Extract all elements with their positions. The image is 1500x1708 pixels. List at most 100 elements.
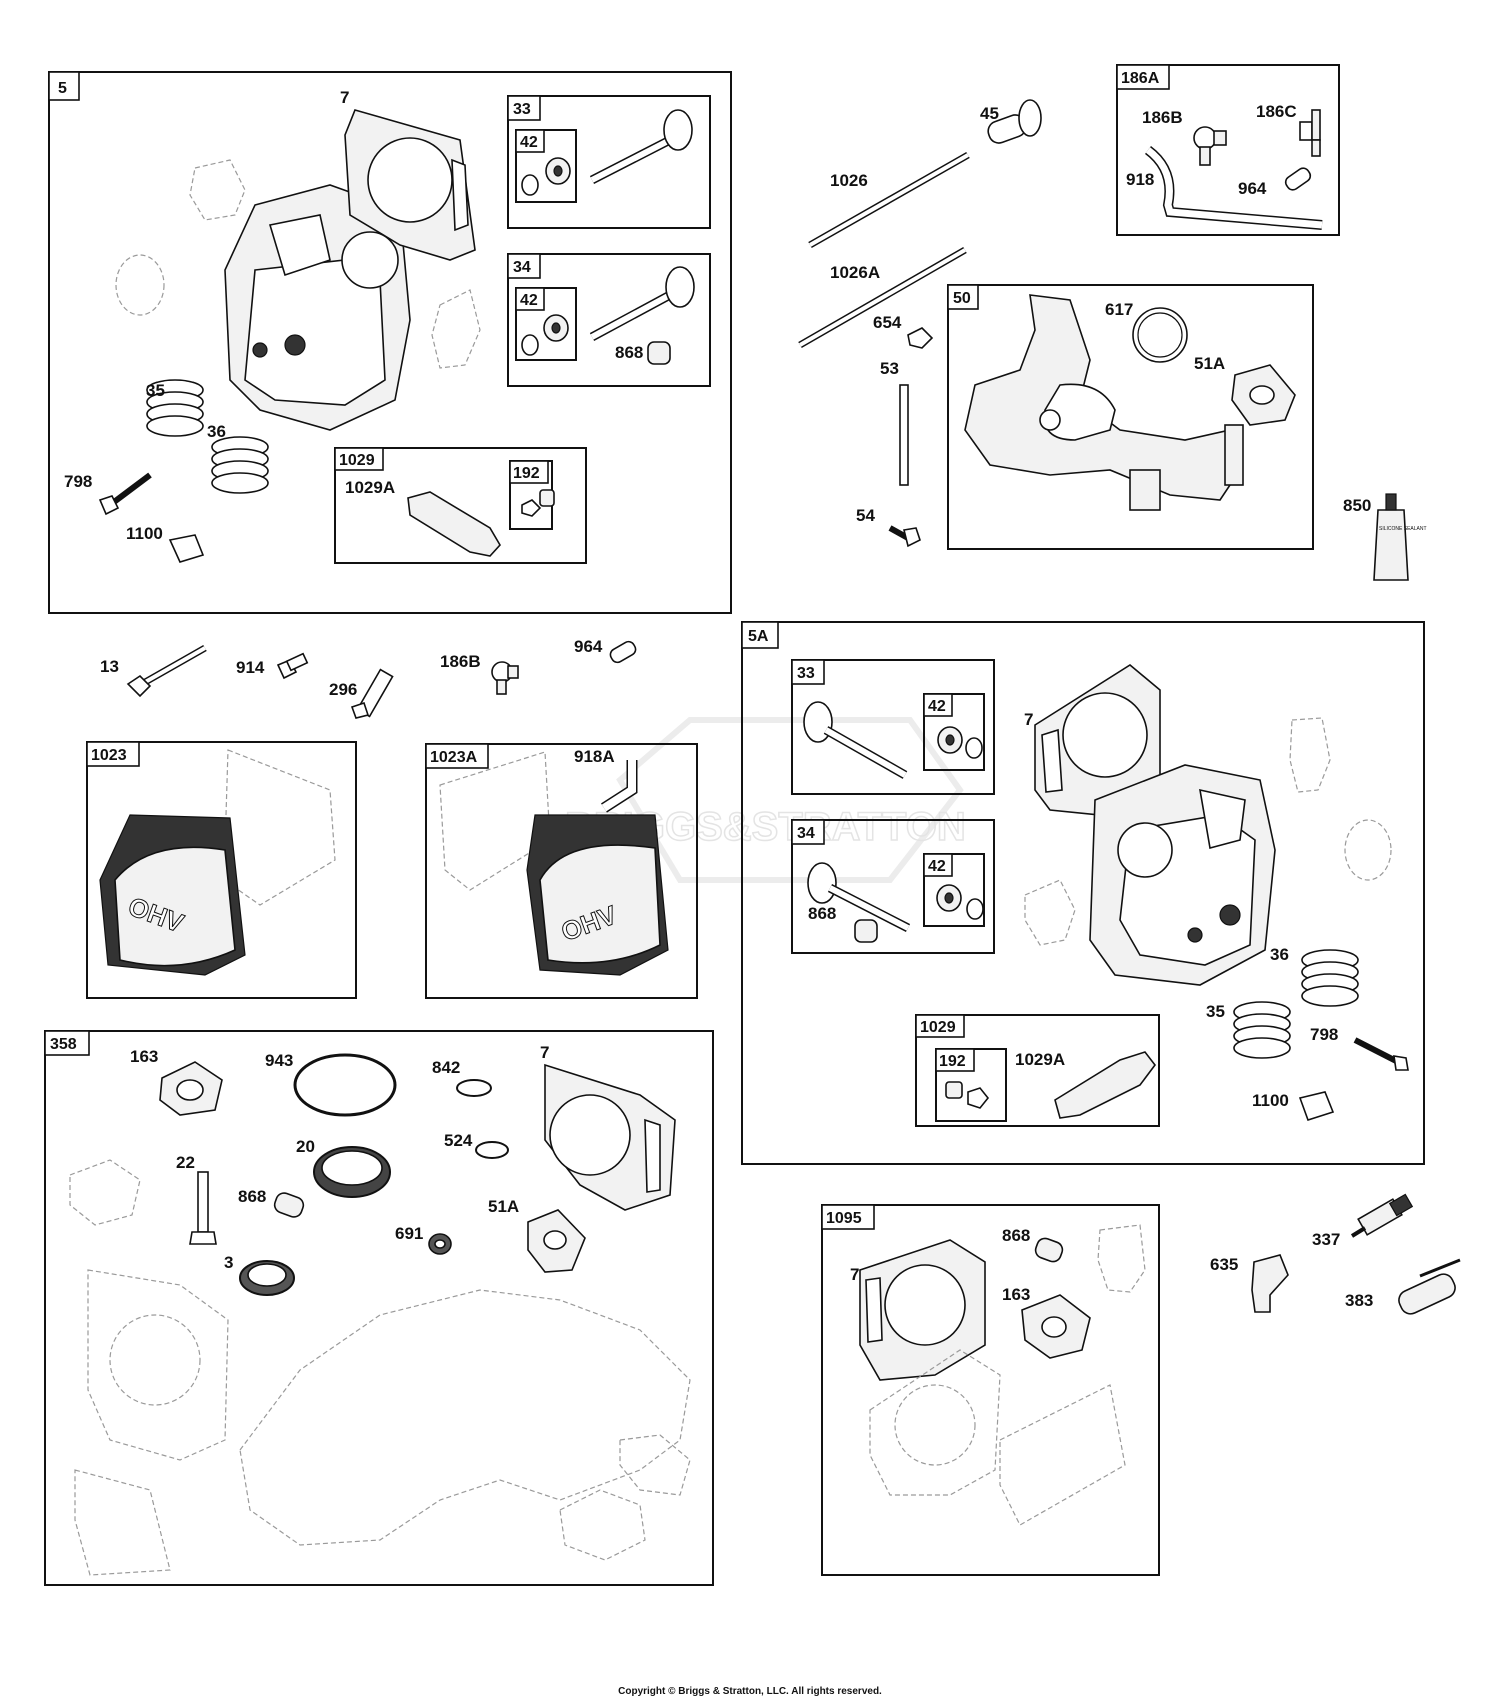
valve-spring-35-b <box>1233 1001 1291 1059</box>
label-186C: 186C <box>1256 102 1297 121</box>
bolt-22 <box>189 1171 217 1245</box>
label-1029A-b: 1029A <box>1015 1050 1065 1069</box>
group-tag-358: 358 <box>50 1036 77 1053</box>
group-tag-50: 50 <box>953 290 971 307</box>
head-gasket-part-c <box>544 1063 676 1211</box>
o-ring-ghost <box>115 254 165 316</box>
group-tag-192b: 192 <box>939 1053 966 1070</box>
group-5A: 5A 33 42 34 42 <box>741 621 1425 1165</box>
label-868: 868 <box>615 343 643 362</box>
ghost-gasket-a <box>69 1159 141 1226</box>
group-1095: 1095 7 868 163 <box>821 1204 1160 1576</box>
clip-1100 <box>168 534 205 563</box>
nut-part <box>521 499 542 517</box>
group-33-frame <box>507 95 711 229</box>
spark-plug-boot-635 <box>1251 1254 1289 1313</box>
label-868-d: 868 <box>1002 1226 1030 1245</box>
label-842: 842 <box>432 1058 460 1077</box>
label-7: 7 <box>340 88 349 107</box>
label-524: 524 <box>444 1131 473 1150</box>
label-51A: 51A <box>1194 354 1225 373</box>
group-tag-42c: 42 <box>928 698 946 715</box>
ghost-head-gasket-bore <box>109 1314 201 1406</box>
seal-ring-842 <box>456 1079 492 1097</box>
fitting-186C <box>1299 109 1321 157</box>
group-42-frame-a <box>515 129 577 203</box>
label-45: 45 <box>980 104 999 123</box>
intake-valve-part-b <box>803 701 908 779</box>
group-tag-34b: 34 <box>797 825 815 842</box>
ghost-gasket-c <box>619 1434 691 1496</box>
label-850: 850 <box>1343 496 1371 515</box>
label-1026A: 1026A <box>830 263 880 282</box>
label-163: 163 <box>130 1047 158 1066</box>
label-163-b: 163 <box>1002 1285 1030 1304</box>
label-35-b: 35 <box>1206 1002 1225 1021</box>
o-ring-617 <box>1132 307 1188 363</box>
group-tag-5A: 5A <box>748 628 769 645</box>
label-337: 337 <box>1312 1230 1340 1249</box>
label-54: 54 <box>856 506 875 525</box>
spark-plug-337 <box>1350 1193 1414 1238</box>
group-5: 5 7 35 <box>48 71 732 614</box>
label-22: 22 <box>176 1153 195 1172</box>
label-36-b: 36 <box>1270 945 1289 964</box>
label-918: 918 <box>1126 170 1154 189</box>
label-7-d: 7 <box>850 1265 859 1284</box>
label-36: 36 <box>207 422 226 441</box>
group-33b-frame <box>791 659 995 795</box>
group-5A-frame <box>741 621 1425 1165</box>
hose-964-loose <box>609 640 637 664</box>
label-868-b: 868 <box>808 904 836 923</box>
group-tag-42d: 42 <box>928 858 946 875</box>
head-gasket-part-b <box>1034 664 1161 816</box>
ghost-head-gasket-b <box>869 1349 1001 1496</box>
valve-cap-868-b <box>854 919 878 943</box>
label-918A: 918A <box>574 747 615 766</box>
nut-part-b <box>967 1087 990 1109</box>
label-7-c: 7 <box>540 1043 549 1062</box>
valve-spring-36 <box>211 436 269 494</box>
stud-296 <box>350 668 394 719</box>
label-914: 914 <box>236 658 265 677</box>
group-186A: 186A 186B 186C 918 964 <box>1116 64 1340 236</box>
group-tag-1095: 1095 <box>826 1210 862 1227</box>
tappet-part <box>987 99 1042 144</box>
exhaust-valve-part <box>589 266 695 341</box>
seal-691 <box>428 1233 452 1255</box>
group-tag-5: 5 <box>58 80 67 97</box>
label-868-c: 868 <box>238 1187 266 1206</box>
ghost-head-gasket-b-bore <box>894 1384 976 1466</box>
label-635: 635 <box>1210 1255 1238 1274</box>
valve-spring-35 <box>146 379 204 437</box>
group-1023-frame <box>86 741 357 999</box>
group-tag-42b: 42 <box>520 292 538 309</box>
group-1095-frame <box>821 1204 1160 1576</box>
seal-ring-524 <box>475 1141 509 1159</box>
group-186A-frame <box>1116 64 1340 236</box>
bolt-13 <box>126 644 207 698</box>
cylinder-head-part <box>224 184 411 431</box>
label-943: 943 <box>265 1051 293 1070</box>
cylinder-head-part-b <box>1089 764 1276 986</box>
valve-cap-868 <box>647 341 671 365</box>
group-34b-frame <box>791 819 995 954</box>
valve-seal-part-a <box>521 157 571 196</box>
group-50-frame <box>947 284 1314 550</box>
label-1100-b: 1100 <box>1252 1091 1289 1110</box>
group-5-frame <box>48 71 732 614</box>
label-20: 20 <box>296 1137 315 1156</box>
head-gasket-part <box>344 109 476 261</box>
label-383: 383 <box>1345 1291 1373 1310</box>
group-1023A: 1023A 918A OHV <box>425 743 698 999</box>
label-617: 617 <box>1105 300 1133 319</box>
stud-53 <box>899 384 909 486</box>
label-51A-b: 51A <box>488 1197 519 1216</box>
label-35: 35 <box>146 381 165 400</box>
o-ring-943 <box>293 1053 397 1117</box>
valve-cap-868-c <box>273 1192 305 1218</box>
label-654: 654 <box>873 313 902 332</box>
group-34-frame <box>507 253 711 387</box>
label-296: 296 <box>329 680 357 699</box>
intake-manifold-part <box>964 294 1244 511</box>
